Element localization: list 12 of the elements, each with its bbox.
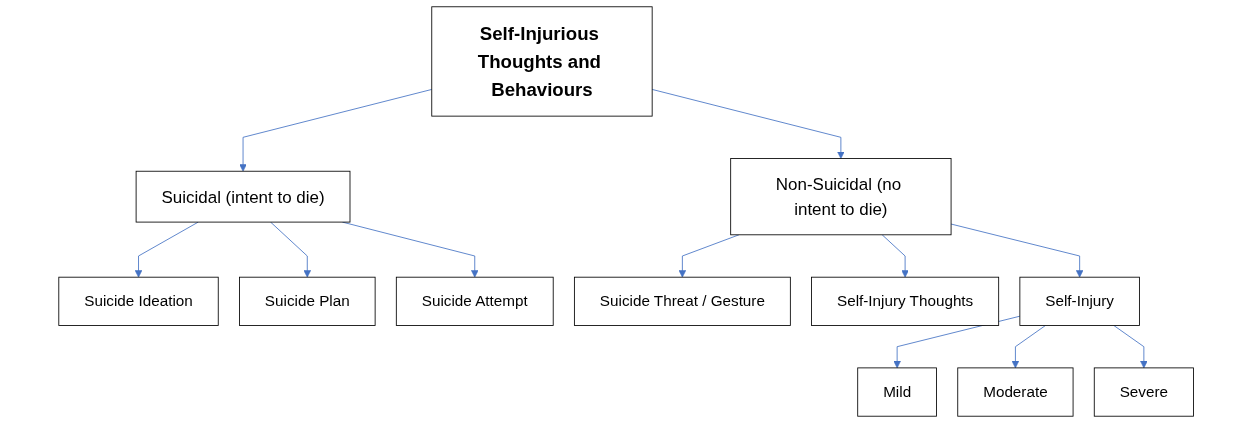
node-box: Non-Suicidal (no intent to die) — [730, 158, 952, 236]
node-box: Self-Injury Thoughts — [810, 276, 999, 326]
node-box: Suicidal (intent to die) — [135, 170, 351, 223]
node-box: Self-Injury — [1019, 276, 1140, 326]
node-box: Moderate — [957, 367, 1074, 417]
node-box: Self-Injurious Thoughts and Behaviours — [431, 6, 653, 117]
node-box: Mild — [857, 367, 937, 417]
node-box: Suicide Plan — [238, 276, 376, 326]
node-box: Severe — [1093, 367, 1194, 417]
node-box: Suicide Threat / Gesture — [573, 276, 791, 326]
node-box: Suicide Attempt — [395, 276, 554, 326]
node-box: Suicide Ideation — [58, 276, 219, 326]
